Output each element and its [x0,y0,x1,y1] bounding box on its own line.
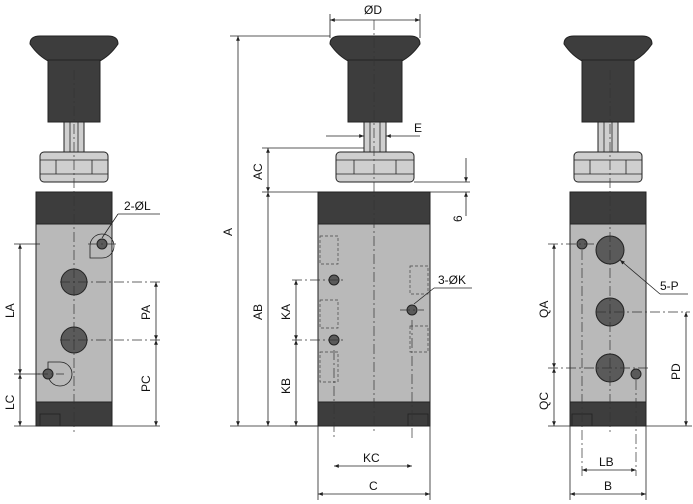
middle-knob-cap [329,35,421,63]
label-ac: AC [251,163,265,180]
right-view: 5-P QA QC PD LB B [537,35,692,500]
label-pc: PC [139,375,153,392]
label-pd: PD [669,363,683,380]
label-5-p: 5-P [660,279,679,293]
label-3-k: 3-ØK [438,273,466,287]
label-ka: KA [279,304,293,320]
middle-knob-stem [347,59,403,123]
label-2-l: 2-ØL [124,199,151,213]
label-e: E [414,121,422,135]
middle-view: ØD A AC AB E 6 KA KB 3-ØK KC [221,3,472,500]
label-qc: QC [537,392,551,410]
right-nut [573,151,643,183]
label-lb: LB [599,455,614,469]
label-lc: LC [3,394,17,410]
left-knob-cap [29,35,119,63]
left-view: 2-ØL LA LC PA PC [3,35,160,432]
middle-nut [335,151,415,183]
label-ab: AB [251,304,265,320]
middle-shaft [363,121,387,153]
label-a: A [221,228,235,236]
right-hole-2 [630,368,642,380]
label-6: 6 [451,215,465,222]
label-la: LA [3,303,17,318]
label-d: ØD [364,3,382,17]
label-qa: QA [537,301,551,318]
right-shaft [597,121,619,153]
label-kc: KC [363,451,380,465]
label-pa: PA [139,305,153,320]
right-top-cap [569,191,647,225]
label-b: B [604,479,612,493]
right-knob-cap [563,35,653,63]
label-c: C [369,479,378,493]
right-knob-stem [581,59,635,123]
label-kb: KB [279,378,293,394]
